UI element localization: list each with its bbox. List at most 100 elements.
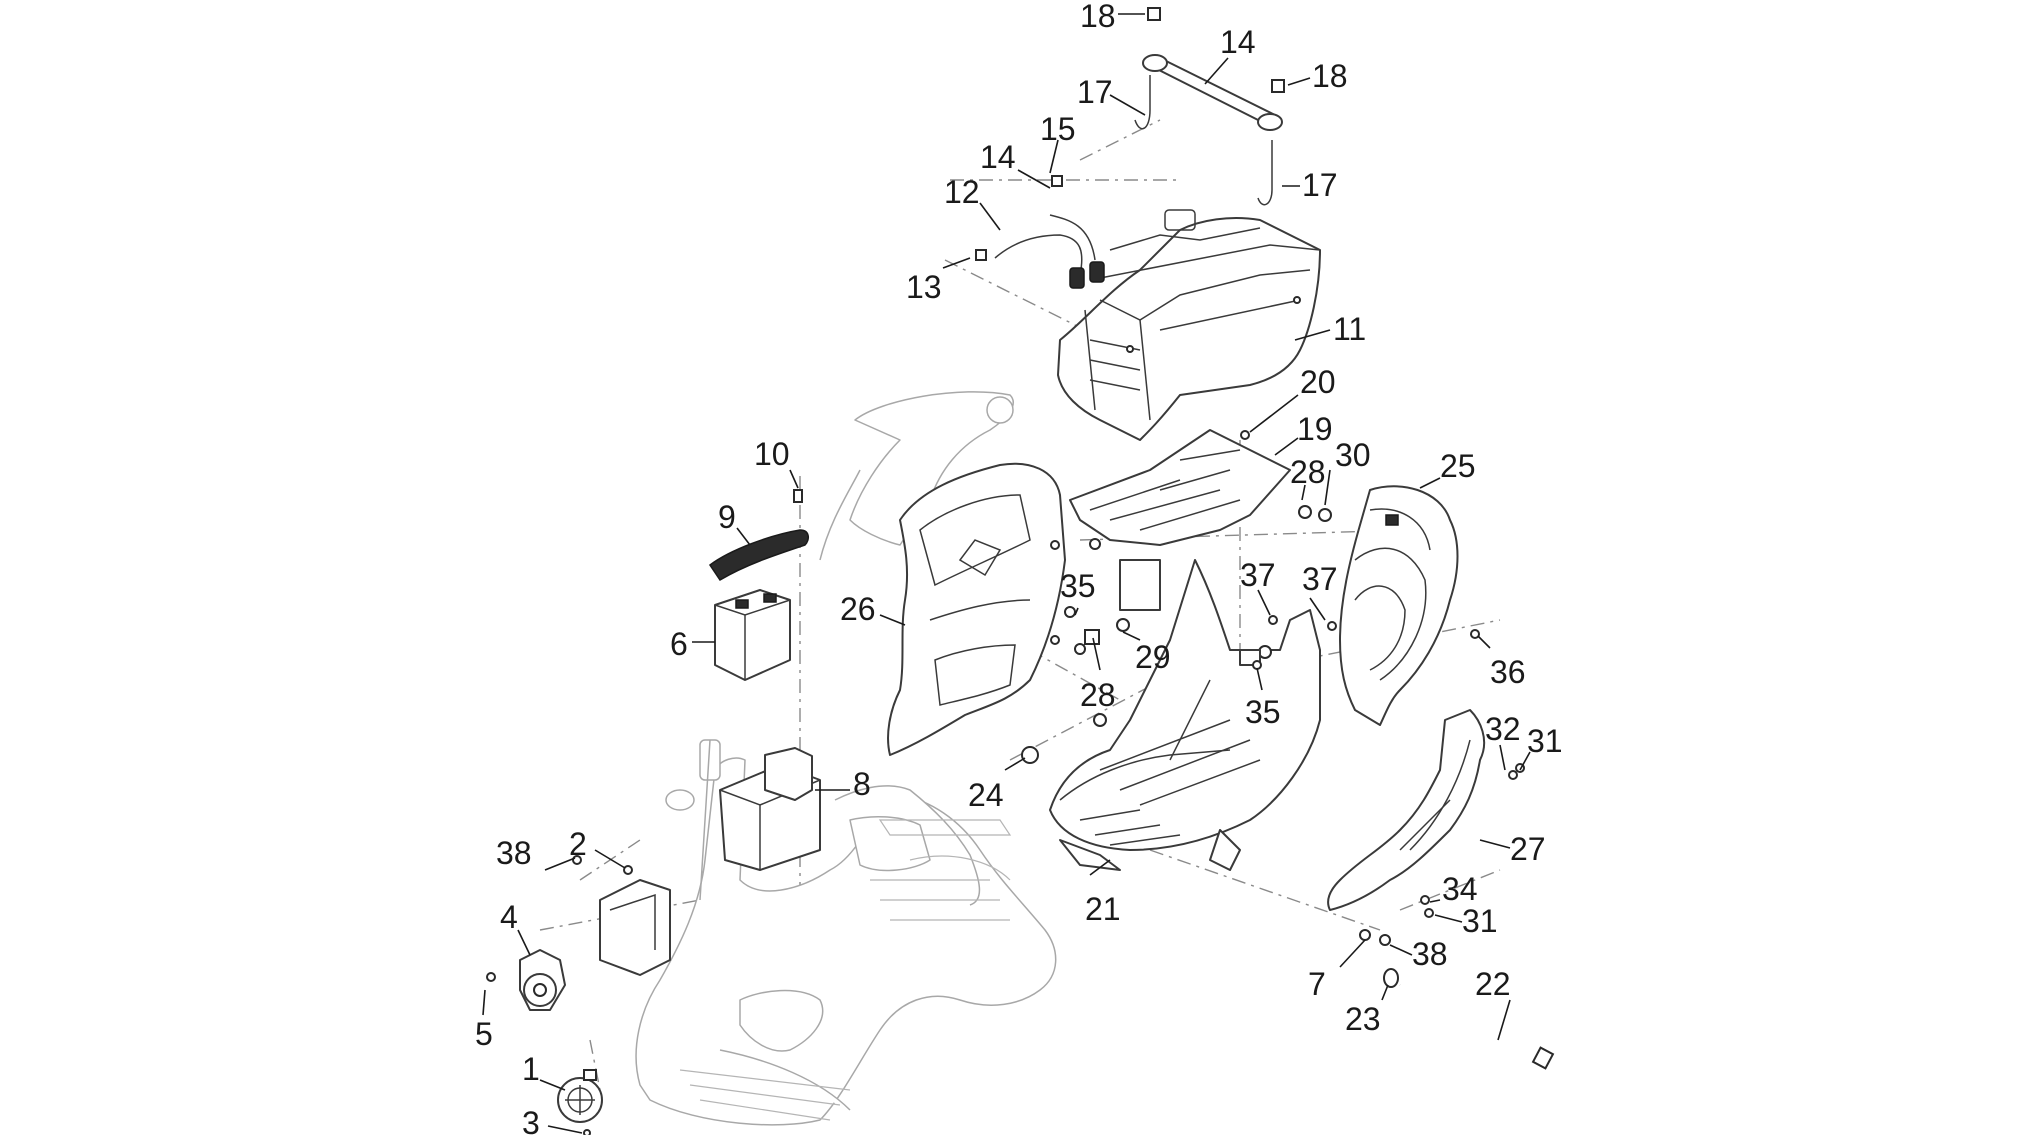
svg-text:12: 12 xyxy=(944,174,980,210)
svg-text:35: 35 xyxy=(1060,568,1096,604)
hose-assembly xyxy=(975,175,1105,289)
svg-text:30: 30 xyxy=(1335,437,1371,473)
battery-box xyxy=(719,747,821,871)
callout-12: 12 xyxy=(944,174,1001,231)
callout-29-bottom: 29 xyxy=(1122,631,1171,675)
callout-33: 34 xyxy=(1429,871,1478,907)
svg-text:13: 13 xyxy=(906,269,942,305)
callout-35-right: 36 xyxy=(1477,635,1526,690)
svg-text:19: 19 xyxy=(1297,411,1333,447)
callout-8: 8 xyxy=(815,766,871,802)
long-bolt xyxy=(1399,983,1555,1070)
svg-text:31: 31 xyxy=(1527,723,1563,759)
callout-17-right: 17 xyxy=(1282,167,1338,203)
svg-text:18: 18 xyxy=(1312,58,1348,94)
svg-text:25: 25 xyxy=(1440,448,1476,484)
callout-1: 1 xyxy=(522,1051,566,1091)
callout-18-right: 18 xyxy=(1287,58,1348,94)
svg-text:21: 21 xyxy=(1085,891,1121,927)
callout-20: 20 xyxy=(1249,364,1336,433)
svg-text:26: 26 xyxy=(840,591,876,627)
svg-text:29: 29 xyxy=(1135,639,1171,675)
callout-4: 4 xyxy=(500,899,531,956)
svg-text:2: 2 xyxy=(569,826,587,862)
callout-29-top: 28 xyxy=(1290,454,1326,501)
callout-31-bottom: 31 xyxy=(1434,903,1498,939)
callout-13: 13 xyxy=(906,257,971,305)
svg-text:22: 22 xyxy=(1475,966,1511,1002)
svg-text:34: 34 xyxy=(1442,871,1478,907)
svg-text:27: 27 xyxy=(1510,831,1546,867)
central-frame xyxy=(1049,559,1321,871)
small-fasteners xyxy=(486,430,1525,1135)
svg-text:17: 17 xyxy=(1077,74,1113,110)
horn xyxy=(557,1069,603,1123)
svg-text:9: 9 xyxy=(718,499,736,535)
callout-2: 2 xyxy=(569,826,626,869)
svg-text:7: 7 xyxy=(1308,966,1326,1002)
callout-16: 14 xyxy=(1204,24,1256,85)
callout-35-mid: 35 xyxy=(1245,667,1281,730)
callout-15: 15 xyxy=(1040,111,1076,174)
svg-text:5: 5 xyxy=(475,1016,493,1052)
svg-text:1: 1 xyxy=(522,1051,540,1087)
svg-text:24: 24 xyxy=(968,777,1004,813)
svg-text:18: 18 xyxy=(1080,0,1116,34)
callout-27: 27 xyxy=(1479,831,1546,867)
svg-text:37: 37 xyxy=(1240,557,1276,593)
svg-text:32: 32 xyxy=(1485,711,1521,747)
callout-24: 24 xyxy=(968,757,1026,813)
svg-text:20: 20 xyxy=(1300,364,1336,400)
svg-text:14: 14 xyxy=(1220,24,1256,60)
callout-34: 35 xyxy=(1060,568,1096,616)
left-leg-shield-panel xyxy=(887,462,1066,756)
callout-17-left: 17 xyxy=(1077,74,1146,116)
svg-text:17: 17 xyxy=(1302,167,1338,203)
callout-9: 9 xyxy=(718,499,751,546)
callout-37-mid: 37 xyxy=(1240,557,1276,616)
callout-11: 11 xyxy=(1294,311,1366,347)
callout-5: 5 xyxy=(475,989,493,1052)
callout-32: 32 xyxy=(1485,711,1521,771)
callout-25: 25 xyxy=(1419,448,1476,489)
callout-21: 21 xyxy=(1085,859,1121,927)
callout-28: 28 xyxy=(1080,637,1116,713)
right-leg-shield-panel xyxy=(1339,485,1459,726)
svg-text:15: 15 xyxy=(1040,111,1076,147)
svg-text:3: 3 xyxy=(522,1105,540,1135)
tray-rack xyxy=(1069,429,1291,611)
lower-side-cover xyxy=(1327,709,1486,911)
svg-text:38: 38 xyxy=(496,835,532,871)
retaining-strap xyxy=(1134,7,1285,206)
horn-unit xyxy=(519,949,566,1011)
callout-37-bottom: 38 xyxy=(1389,936,1448,972)
callout-19: 19 xyxy=(1274,411,1333,456)
callout-23: 23 xyxy=(1345,984,1389,1037)
callout-10: 10 xyxy=(754,436,799,489)
callout-30: 30 xyxy=(1324,437,1371,506)
svg-text:37: 37 xyxy=(1302,561,1338,597)
callout-14: 14 xyxy=(980,139,1051,189)
callout-6: 6 xyxy=(670,626,715,662)
svg-text:4: 4 xyxy=(500,899,518,935)
svg-text:28: 28 xyxy=(1290,454,1326,490)
callout-31-top: 31 xyxy=(1519,723,1563,771)
svg-text:38: 38 xyxy=(1412,936,1448,972)
callout-26: 26 xyxy=(840,591,906,627)
svg-text:6: 6 xyxy=(670,626,688,662)
callout-22: 22 xyxy=(1475,966,1511,1041)
svg-text:35: 35 xyxy=(1245,694,1281,730)
storage-box xyxy=(1057,209,1321,441)
svg-text:14: 14 xyxy=(980,139,1016,175)
callout-3: 3 xyxy=(522,1105,583,1135)
svg-text:36: 36 xyxy=(1490,654,1526,690)
svg-text:11: 11 xyxy=(1333,311,1366,347)
svg-text:23: 23 xyxy=(1345,1001,1381,1037)
callout-7: 7 xyxy=(1308,939,1366,1002)
callouts: 18 14 18 17 17 15 14 xyxy=(475,0,1563,1135)
callout-36: 37 xyxy=(1302,561,1338,621)
svg-text:8: 8 xyxy=(853,766,871,802)
callout-38: 38 xyxy=(496,835,576,871)
mounting-bracket xyxy=(599,879,671,976)
